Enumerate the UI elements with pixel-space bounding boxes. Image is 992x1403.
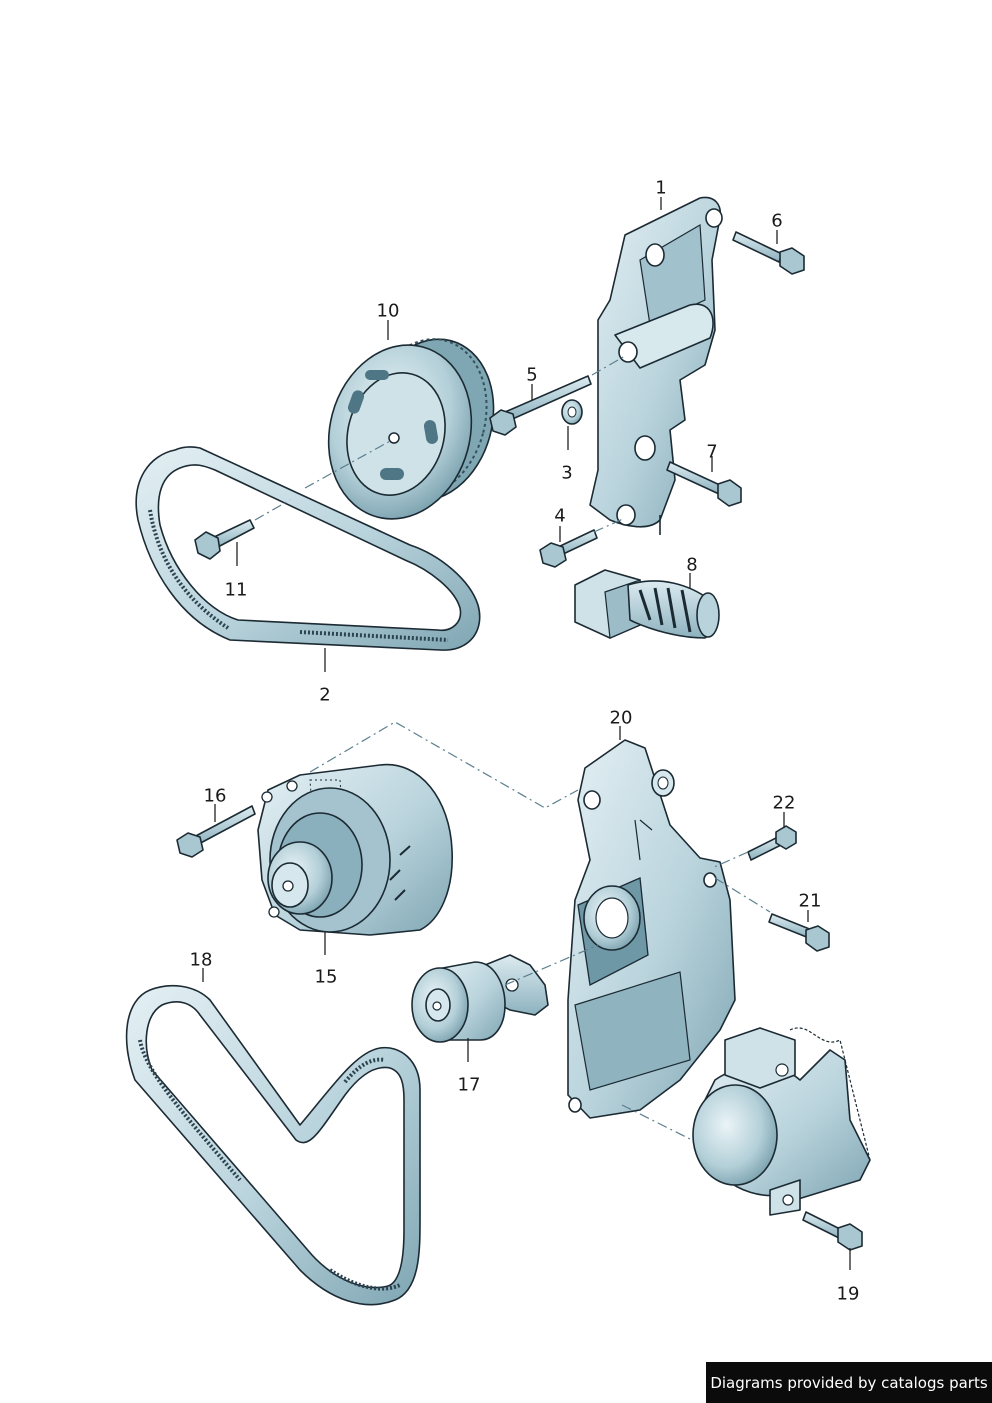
callout-20: 20 (609, 707, 633, 729)
ribbed-belt-2 (135, 446, 481, 651)
callout-19: 19 (836, 1283, 860, 1305)
bolt-19 (802, 1211, 863, 1251)
ribbed-belt-18 (125, 984, 421, 1306)
tensioner-17 (411, 954, 549, 1043)
bracket-1 (589, 196, 723, 535)
callout-21: 21 (798, 890, 822, 912)
bolt-21 (768, 913, 830, 952)
callout-22: 22 (772, 792, 796, 814)
callout-2: 2 (319, 684, 331, 706)
callout-18: 18 (189, 949, 213, 971)
callout-5: 5 (526, 364, 538, 386)
leader-lines (202, 197, 851, 1270)
credit-banner: Diagrams provided by catalogs parts (706, 1362, 992, 1403)
callout-8: 8 (686, 554, 698, 576)
bolt-22 (747, 825, 797, 861)
callout-3: 3 (561, 462, 573, 484)
damper-8 (574, 569, 720, 639)
callout-17: 17 (457, 1074, 481, 1096)
bolt-11 (194, 519, 255, 560)
callout-10: 10 (376, 300, 400, 322)
callout-6: 6 (771, 210, 783, 232)
bolt-4 (539, 529, 598, 568)
pump-housing (692, 1027, 871, 1216)
bracket-20 (567, 739, 736, 1119)
pulley-10 (327, 338, 495, 520)
callout-16: 16 (203, 785, 227, 807)
washer-3 (561, 399, 583, 425)
alternator-15 (257, 763, 453, 936)
callout-11: 11 (224, 579, 248, 601)
callout-4: 4 (554, 505, 566, 527)
bolt-5 (489, 375, 592, 436)
callout-15: 15 (314, 966, 338, 988)
callout-1: 1 (655, 177, 667, 199)
bolt-6 (732, 231, 805, 275)
credit-text: Diagrams provided by catalogs parts (710, 1373, 988, 1392)
callout-7: 7 (706, 441, 718, 463)
bolt-16 (176, 805, 256, 858)
bolt-7 (666, 461, 742, 507)
